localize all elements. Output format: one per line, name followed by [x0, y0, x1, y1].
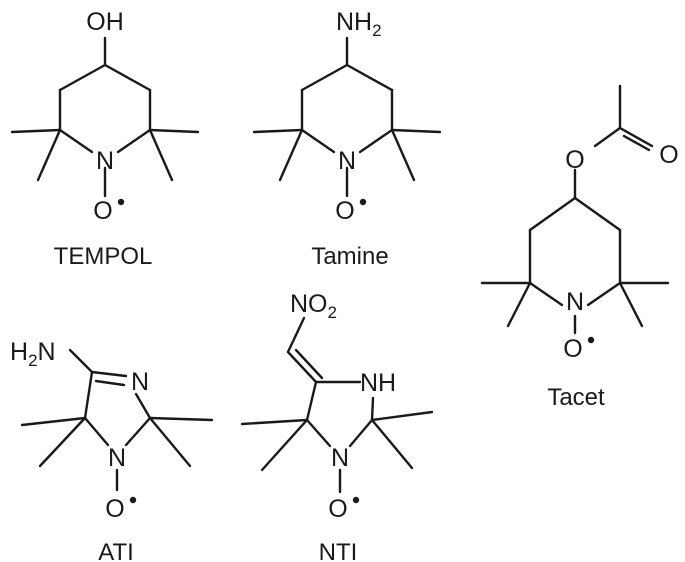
- tamine-bonds: [252, 36, 442, 198]
- molecule-ati: H2N N N O ATI: [10, 338, 214, 562]
- nti-caption: NTI: [319, 539, 358, 562]
- tamine-nitrogen-label: N: [338, 147, 356, 175]
- tamine-caption: Tamine: [311, 243, 388, 270]
- tamine-amine-label: NH2: [336, 8, 382, 40]
- ati-amine-label: H2N: [10, 338, 56, 370]
- molecule-tamine: NH2 N O Tamine: [252, 8, 442, 270]
- tempol-nitrogen-label: N: [96, 147, 114, 175]
- ati-nitrogen-label: N: [108, 444, 126, 472]
- ati-bonds: [20, 348, 214, 492]
- tempol-radical-dot: [117, 198, 125, 206]
- tacet-nitrogen-label: N: [566, 288, 584, 316]
- nti-bonds: [240, 316, 434, 494]
- tamine-oxygen-label: O: [335, 197, 354, 225]
- ati-imine-nitrogen-label: N: [131, 368, 149, 396]
- tacet-carbonyl-oxygen-label: O: [659, 141, 678, 169]
- nti-nh-label: NH: [360, 369, 396, 397]
- nti-nitro-label: NO2: [290, 290, 337, 322]
- ati-radical-dot: [129, 496, 137, 504]
- nti-radical-dot: [352, 496, 360, 504]
- nti-oxygen-label: O: [328, 495, 347, 523]
- tempol-caption: TEMPOL: [54, 243, 153, 270]
- tempol-oxygen-label: O: [93, 197, 112, 225]
- nti-nitrogen-label: N: [331, 444, 349, 472]
- ati-caption: ATI: [98, 539, 134, 562]
- molecule-tacet: O O N O Tacet: [480, 84, 679, 411]
- tacet-bonds: [480, 84, 670, 335]
- tacet-ester-oxygen-label: O: [565, 146, 584, 174]
- tamine-radical-dot: [359, 198, 367, 206]
- tacet-radical-dot: [587, 336, 595, 344]
- tacet-caption: Tacet: [547, 384, 605, 411]
- molecule-nti: NO2 NH N O NTI: [240, 290, 434, 562]
- tacet-oxygen-label: O: [563, 335, 582, 363]
- tempol-hydroxyl-label: OH: [86, 8, 124, 36]
- molecule-tempol: OH N O TEMPOL: [10, 8, 200, 270]
- tempol-bonds: [10, 36, 200, 198]
- ati-oxygen-label: O: [105, 495, 124, 523]
